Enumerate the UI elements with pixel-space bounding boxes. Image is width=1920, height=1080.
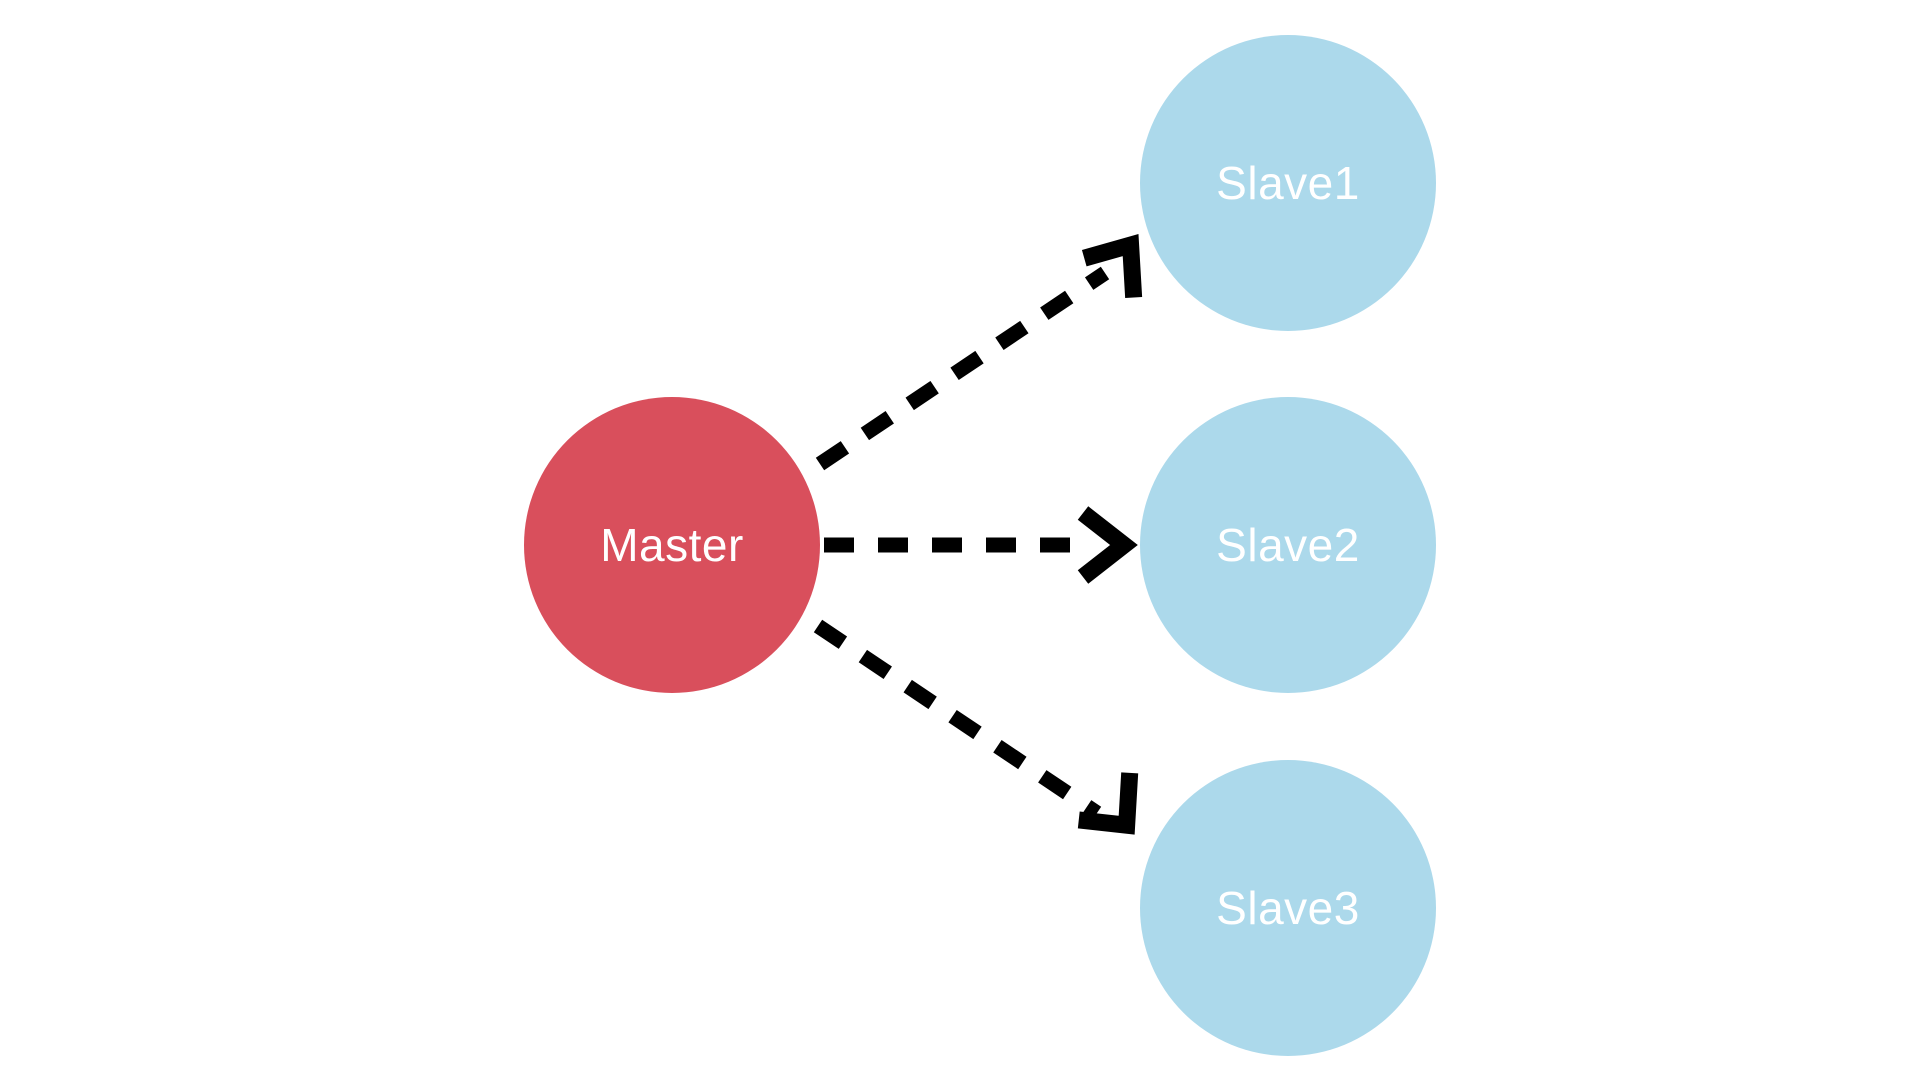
edge-master-to-slave3-line (813, 619, 1102, 820)
node-master[interactable]: Master (524, 397, 820, 693)
node-slave1[interactable]: Slave1 (1140, 35, 1436, 331)
edge-master-to-slave3 (813, 619, 1139, 835)
node-slave2-label: Slave2 (1216, 519, 1360, 571)
node-slave1-label: Slave1 (1216, 157, 1360, 209)
node-slave3[interactable]: Slave3 (1140, 760, 1436, 1056)
edge-master-to-slave3-arrowhead (1077, 772, 1139, 835)
edge-master-to-slave1-line (815, 266, 1110, 471)
edge-master-to-slave1-arrowhead (1081, 234, 1143, 298)
edge-master-to-slave2 (824, 506, 1138, 584)
node-slave2[interactable]: Slave2 (1140, 397, 1436, 693)
node-master-label: Master (600, 519, 744, 571)
edge-master-to-slave1 (815, 234, 1143, 471)
node-slave3-label: Slave3 (1216, 882, 1360, 934)
edge-master-to-slave2-arrowhead (1077, 506, 1138, 584)
